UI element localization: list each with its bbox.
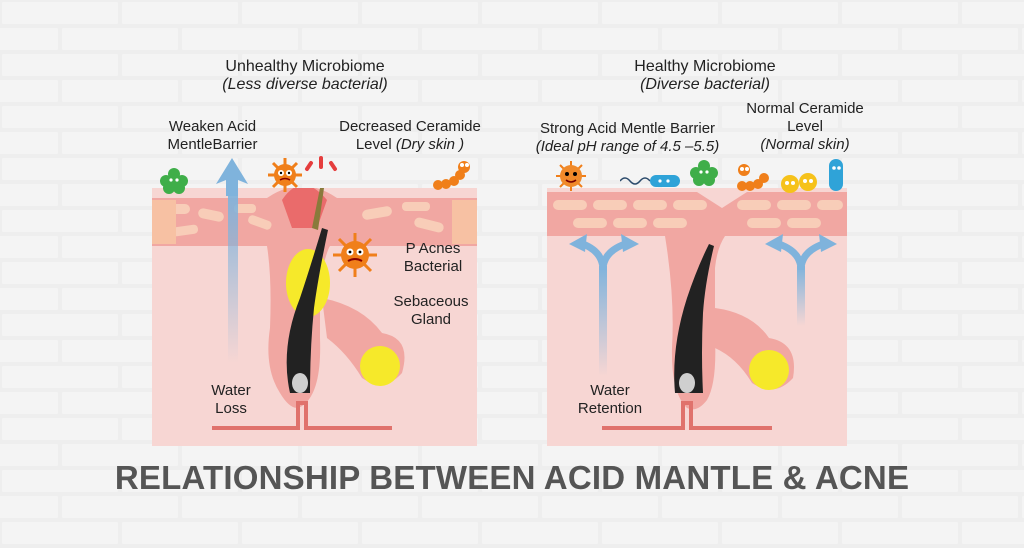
water-loss-line1: Water	[211, 382, 251, 399]
worm-bacteria-icon	[433, 161, 470, 190]
water-loss-arrow-icon	[216, 158, 248, 196]
p-acnes-line1: P Acnes	[405, 240, 461, 257]
p-acnes-bacteria-icon	[333, 233, 377, 277]
ph-range-text: (Ideal pH range of 4.5 –5.5)	[535, 138, 720, 155]
right-heading-text: Healthy Microbiome	[634, 58, 776, 75]
orange-worm-bacteria-icon	[737, 164, 769, 191]
decreased-ceramide-label: Decreased Ceramide Level (Dry skin )	[325, 118, 495, 154]
water-retention-line1: Water	[590, 382, 630, 399]
sebaceous-line1: Sebaceous	[393, 293, 469, 310]
weaken-line2: MentleBarrier	[167, 136, 258, 153]
orange-virus-icon	[556, 161, 586, 191]
green-flower-bacteria-icon	[690, 160, 718, 186]
green-bacteria-icon	[160, 168, 188, 194]
weaken-line1: Weaken Acid	[168, 118, 257, 135]
inflammation-marks-icon	[305, 156, 337, 171]
decreased-ceramide-line2: Level	[355, 136, 396, 153]
angry-bacteria-icon	[268, 158, 302, 192]
right-heading: Healthy Microbiome (Diverse bacterial)	[595, 58, 815, 94]
decreased-ceramide-line1: Decreased Ceramide	[339, 118, 481, 135]
normal-ceramide-line1: Normal Ceramide	[746, 100, 864, 117]
water-loss-label: Water Loss	[196, 382, 266, 418]
left-subheading-text: (Less diverse bacterial)	[222, 76, 388, 93]
healthy-skin-diagram	[547, 188, 872, 446]
water-retention-label: Water Retention	[565, 382, 655, 418]
blue-rod-bacteria-icon	[829, 159, 843, 191]
water-retention-line2: Retention	[577, 400, 643, 417]
sebaceous-gland-label: Sebaceous Gland	[383, 293, 479, 329]
dry-skin-text: (Dry skin )	[395, 136, 465, 153]
right-subheading-text: (Diverse bacterial)	[640, 76, 770, 93]
normal-skin-text: (Normal skin)	[760, 136, 850, 153]
normal-ceramide-label: Normal Ceramide Level (Normal skin)	[730, 100, 880, 154]
left-heading: Unhealthy Microbiome (Less diverse bacte…	[185, 58, 425, 94]
strong-barrier-line1: Strong Acid Mentle Barrier	[539, 120, 716, 137]
gland-line2: Gland	[410, 311, 452, 328]
strong-barrier-label: Strong Acid Mentle Barrier (Ideal pH ran…	[520, 120, 735, 156]
yellow-duo-bacteria-icon	[781, 173, 817, 193]
weaken-barrier-label: Weaken Acid MentleBarrier	[150, 118, 275, 154]
normal-ceramide-line2: Level	[787, 118, 823, 135]
p-acnes-label: P Acnes Bacterial	[393, 240, 473, 276]
unhealthy-skin-diagram	[152, 188, 477, 446]
water-loss-line2: Loss	[215, 400, 247, 417]
diagram-title: RELATIONSHIP BETWEEN ACID MANTLE & ACNE	[114, 459, 910, 496]
left-heading-text: Unhealthy Microbiome	[225, 58, 385, 75]
p-acnes-line2: Bacterial	[403, 258, 463, 275]
blue-flagellum-bacteria-icon	[620, 175, 680, 187]
